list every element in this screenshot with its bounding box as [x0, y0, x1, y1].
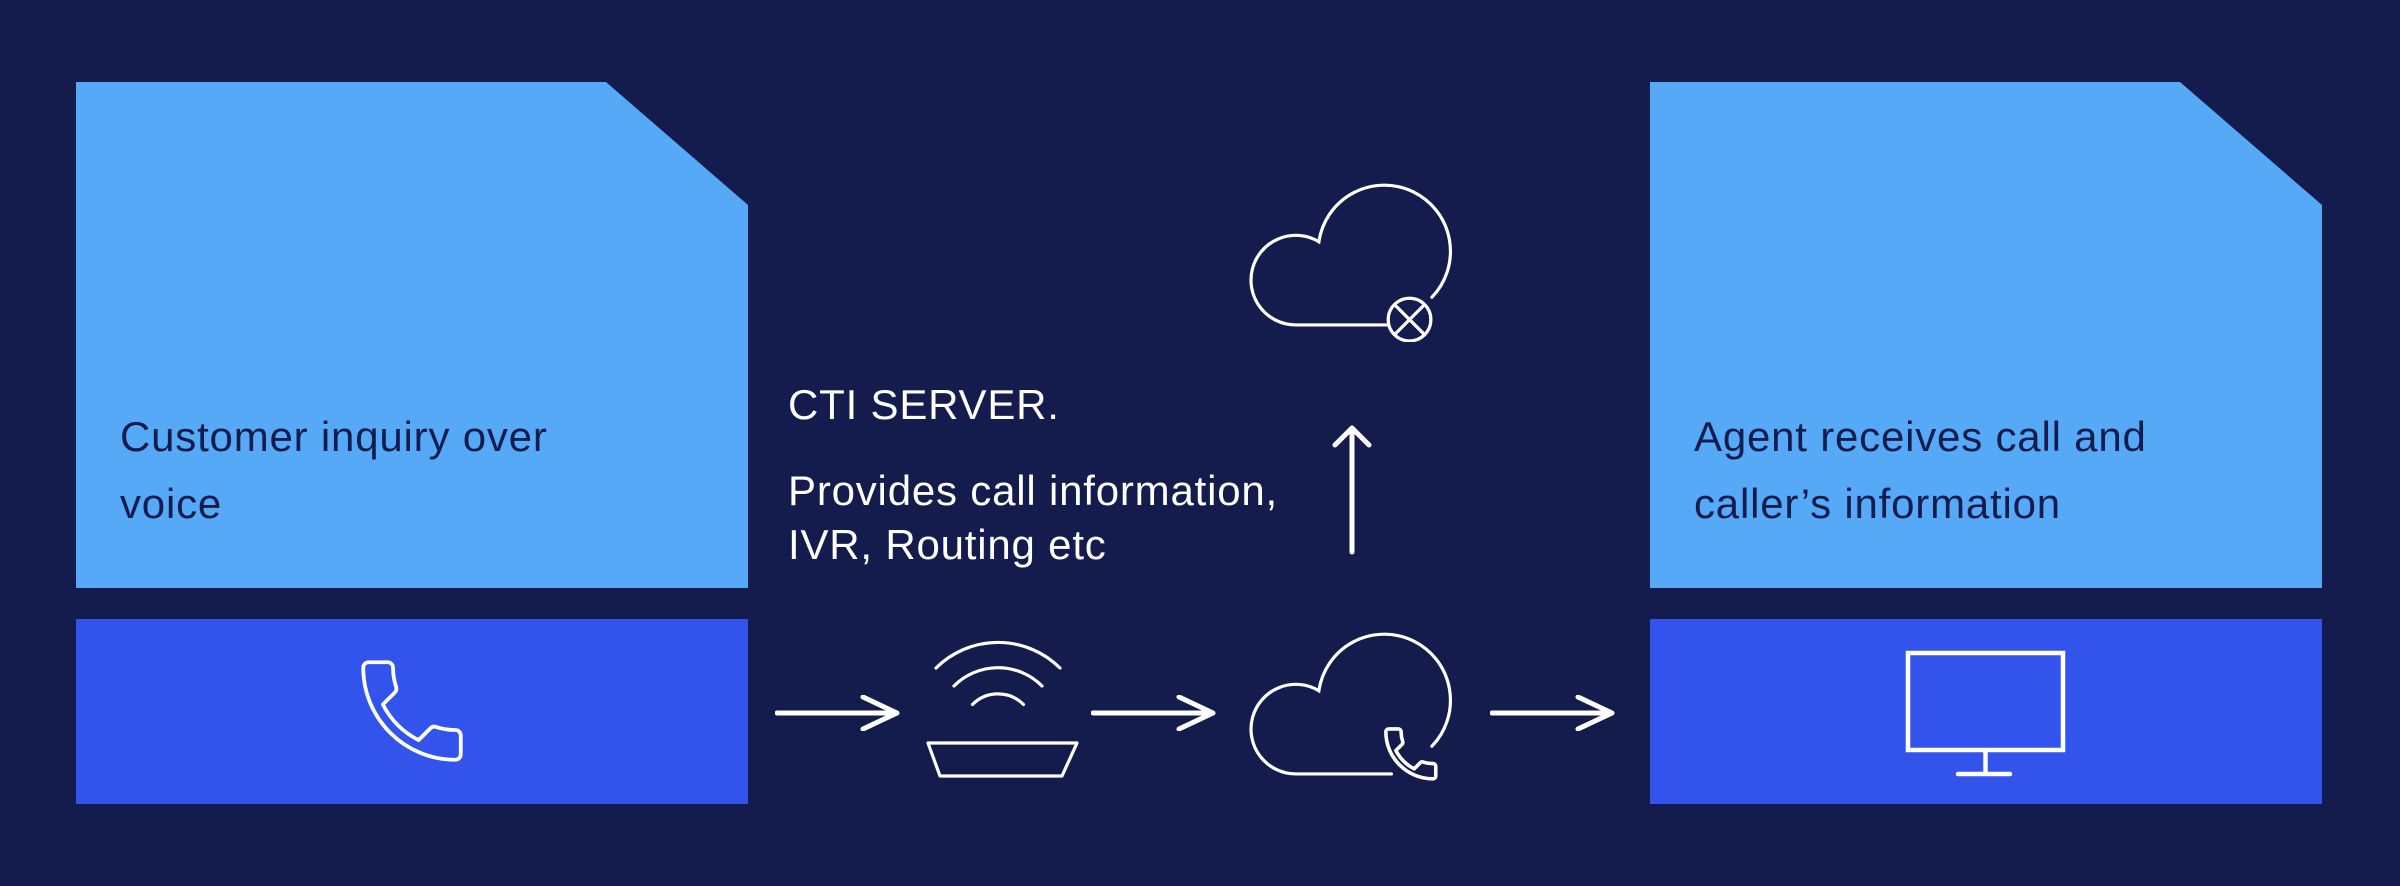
card-text-line: caller’s information: [1694, 480, 2061, 527]
cti-description-line: Provides call information,: [788, 467, 1278, 514]
wifi-arc-small: [970, 692, 1026, 707]
arrow-up-shape: [1332, 425, 1372, 555]
wifi-arc-large: [934, 640, 1062, 670]
card-text-line: Customer inquiry over: [120, 413, 548, 460]
phone-handset-icon: [361, 660, 463, 762]
arrow-right-icon: [1091, 695, 1216, 731]
cti-server-note: CTI SERVER. Provides call information, I…: [788, 384, 1278, 572]
agent-receives-card: Agent receives call and caller’s informa…: [1650, 82, 2322, 588]
monitor-icon: [1905, 650, 2066, 777]
cloud-crossed-circle-icon: [1249, 183, 1452, 342]
arrow-right-shape: [1490, 695, 1615, 731]
cloud-outline: [1249, 632, 1452, 776]
voice-channel-bar: [76, 619, 748, 804]
arrow-right-icon: [1490, 695, 1615, 731]
cloud-call-icon: [1249, 632, 1452, 785]
customer-inquiry-card: Customer inquiry over voice: [76, 82, 748, 588]
arrow-right-shape: [775, 695, 900, 731]
phone-handset-outline: [361, 660, 463, 762]
router-base: [926, 741, 1079, 778]
arrow-up-icon: [1332, 425, 1372, 555]
cross-mark: [1394, 304, 1425, 335]
cloud-phone-handset: [1380, 723, 1442, 785]
card-text-line: Agent receives call and: [1694, 413, 2147, 460]
arrow-right-icon: [775, 695, 900, 731]
cloud-outline: [1249, 183, 1452, 327]
agent-desktop-bar: [1650, 619, 2322, 804]
cti-server-description: Provides call information, IVR, Routing …: [788, 464, 1278, 572]
wifi-arc-medium: [952, 666, 1044, 688]
wifi-router-icon: [926, 640, 1079, 778]
phone-handset-halo: [1380, 723, 1442, 785]
cti-description-line: IVR, Routing etc: [788, 521, 1107, 568]
arrow-right-shape: [1091, 695, 1216, 731]
agent-receives-label: Agent receives call and caller’s informa…: [1694, 403, 2147, 537]
phone-handset-outline: [1384, 727, 1438, 781]
cti-server-title: CTI SERVER.: [788, 381, 1060, 428]
customer-inquiry-label: Customer inquiry over voice: [120, 403, 548, 537]
monitor-screen: [1905, 650, 2066, 753]
monitor-stand: [1955, 747, 2013, 777]
card-text-line: voice: [120, 480, 223, 527]
